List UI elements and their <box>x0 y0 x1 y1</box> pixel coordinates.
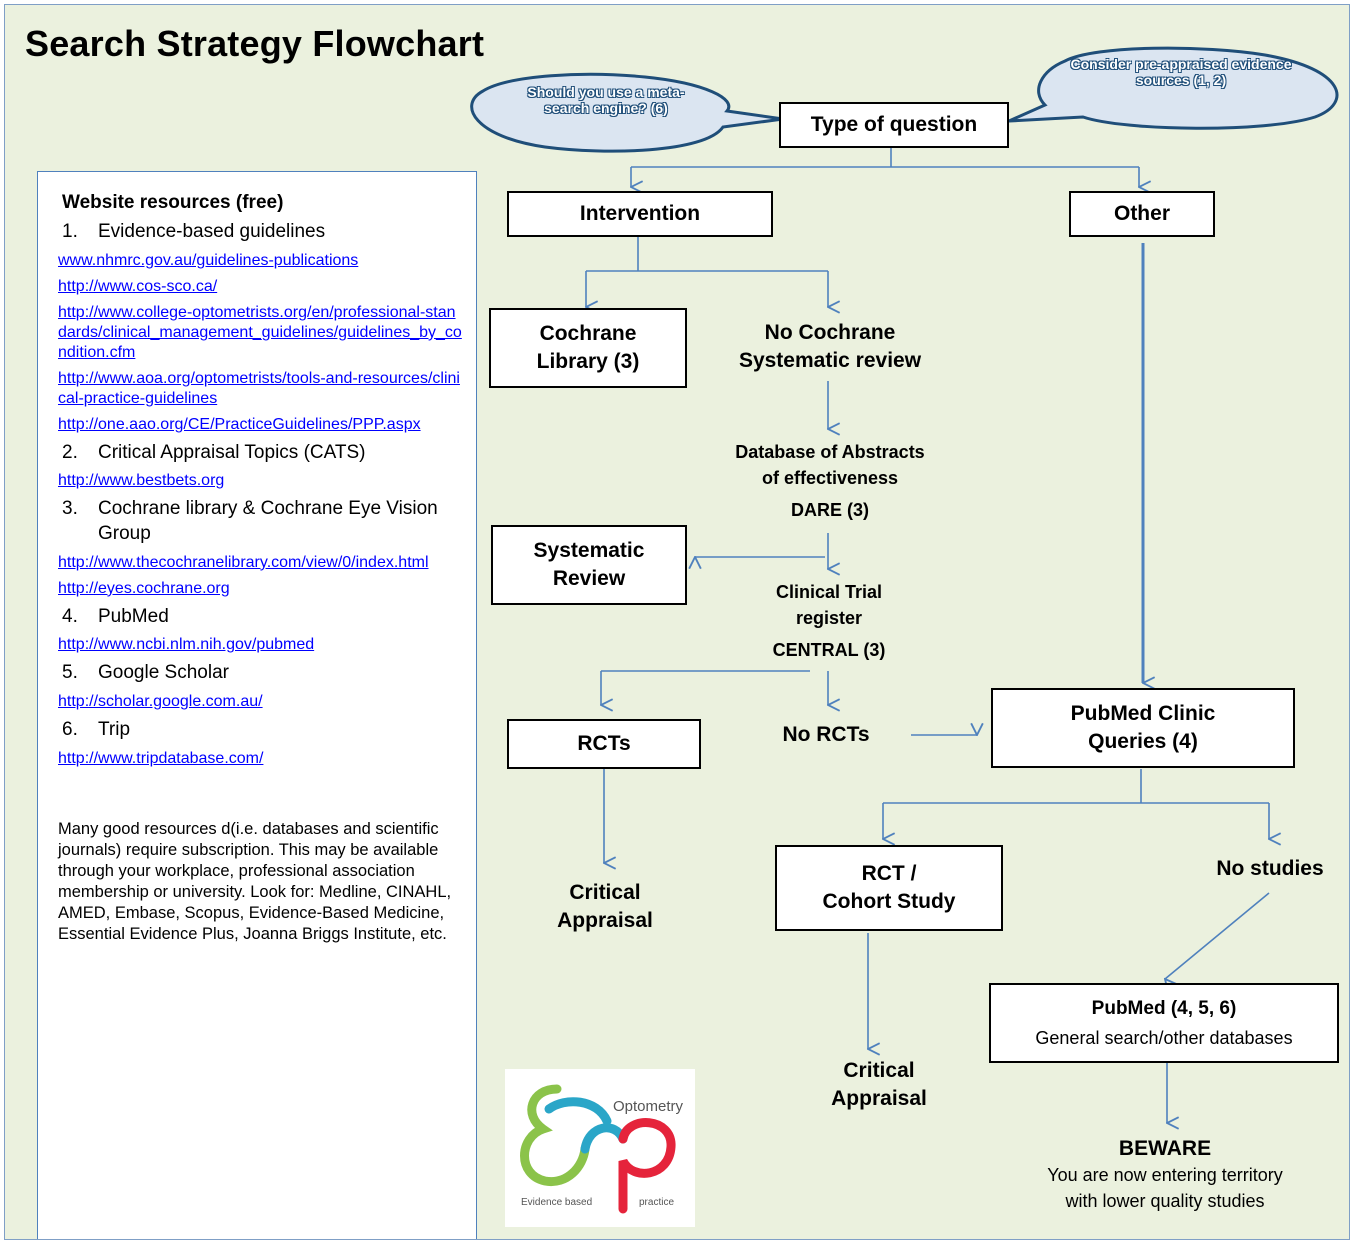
resource-link[interactable]: http://www.ncbi.nlm.nih.gov/pubmed <box>58 636 315 654</box>
node-dare-line3: DARE (3) <box>790 500 869 521</box>
resource-item: 2. Critical Appraisal Topics (CATS) <box>62 441 464 466</box>
node-dare-line2: of effectiveness <box>761 468 899 489</box>
node-rct-cohort-line1: RCT / <box>861 861 917 885</box>
node-type-of-question-label: Type of question <box>810 112 978 136</box>
arrow-no-studies-to-pubmed <box>1165 892 1270 979</box>
node-other-label: Other <box>1113 201 1170 225</box>
resource-item: 3. Cochrane library & Cochrane Eye Visio… <box>62 497 464 546</box>
resource-name: PubMed <box>98 605 169 627</box>
resource-link[interactable]: http://www.aoa.org/optometrists/tools-an… <box>58 369 460 407</box>
resource-number: 4. <box>62 605 78 627</box>
ebp-optometry-logo: Optometry Evidence based practice <box>505 1069 695 1227</box>
node-critical-appraisal-1-line2: Appraisal <box>557 909 653 933</box>
resource-link[interactable]: http://www.thecochranelibrary.com/view/0… <box>58 553 429 571</box>
resource-item: 5. Google Scholar <box>62 661 464 686</box>
node-rcts: RCTs <box>507 719 701 769</box>
node-pubmed-clinic-line1: PubMed Clinic <box>1070 701 1216 725</box>
resource-link[interactable]: http://scholar.google.com.au/ <box>58 693 263 711</box>
logo-word-left: Evidence based <box>521 1197 592 1208</box>
resource-group-1: 1. Evidence-based guidelines www.nhmrc.g… <box>58 220 464 435</box>
resources-panel: Website resources (free) 1. Evidence-bas… <box>37 171 477 1239</box>
resource-group-2: 2. Critical Appraisal Topics (CATS) http… <box>58 441 464 492</box>
node-dare-line1: Database of Abstracts <box>735 442 925 462</box>
node-pubmed-general-sub: General search/other databases <box>1035 1027 1293 1048</box>
callout-meta-search <box>470 72 784 153</box>
resource-name: Cochrane library & Cochrane Eye Vision G… <box>98 498 438 545</box>
node-systematic-review: Systematic Review <box>491 525 687 605</box>
node-rct-cohort-study: RCT / Cohort Study <box>775 845 1003 931</box>
resource-number: 2. <box>62 441 78 463</box>
node-critical-appraisal-1: Critical Appraisal <box>525 879 685 936</box>
resource-link[interactable]: www.nhmrc.gov.au/guidelines-publications <box>58 251 359 269</box>
node-beware-title: BEWARE <box>1118 1137 1212 1160</box>
resource-group-4: 4. PubMed http://www.ncbi.nlm.nih.gov/pu… <box>58 605 464 656</box>
node-beware-line2: with lower quality studies <box>1065 1190 1265 1211</box>
node-cochrane-library-line1: Cochrane <box>539 321 637 345</box>
node-dare: Database of Abstracts of effectiveness D… <box>705 439 955 523</box>
node-critical-appraisal-2: Critical Appraisal <box>799 1057 959 1114</box>
resource-link[interactable]: http://www.tripdatabase.com/ <box>58 749 264 767</box>
subscription-note: Many good resources d(i.e. databases and… <box>58 819 452 943</box>
resource-name: Critical Appraisal Topics (CATS) <box>98 441 366 463</box>
node-pubmed-clinic-queries: PubMed Clinic Queries (4) <box>991 688 1295 768</box>
node-critical-appraisal-2-line2: Appraisal <box>831 1087 927 1111</box>
resource-link[interactable]: http://one.aao.org/CE/PracticeGuidelines… <box>58 415 421 433</box>
node-no-cochrane-line1: No Cochrane <box>764 321 896 344</box>
callout-pre-appraised <box>1008 46 1339 130</box>
resource-group-6: 6. Trip http://www.tripdatabase.com/ <box>58 718 464 769</box>
resource-number: 3. <box>62 498 78 520</box>
node-rct-cohort-line2: Cohort Study <box>822 890 956 913</box>
node-systematic-review-line1: Systematic <box>533 538 645 562</box>
node-type-of-question: Type of question <box>779 102 1009 148</box>
node-intervention: Intervention <box>507 191 773 237</box>
resource-link[interactable]: http://eyes.cochrane.org <box>58 579 230 597</box>
resource-group-5: 5. Google Scholar http://scholar.google.… <box>58 661 464 712</box>
node-other: Other <box>1069 191 1215 237</box>
resource-name: Trip <box>98 719 131 741</box>
node-clinical-trial: Clinical Trial register CENTRAL (3) <box>729 579 929 663</box>
node-cochrane-library: Cochrane Library (3) <box>489 308 687 388</box>
node-intervention-label: Intervention <box>579 201 701 225</box>
node-clinical-trial-line2: register <box>795 608 863 629</box>
node-no-rcts: No RCTs <box>761 721 891 749</box>
node-beware: BEWARE You are now entering territory wi… <box>995 1135 1335 1214</box>
node-systematic-review-line2: Review <box>552 567 626 590</box>
logo-word-right: practice <box>639 1197 674 1208</box>
node-critical-appraisal-2-line1: Critical <box>843 1059 915 1082</box>
node-no-studies-label: No studies <box>1216 857 1324 880</box>
node-cochrane-library-line2: Library (3) <box>536 350 640 373</box>
node-pubmed-clinic-line2: Queries (4) <box>1088 730 1198 753</box>
logo-word-top: Optometry <box>613 1098 684 1115</box>
node-clinical-trial-line3: CENTRAL (3) <box>772 640 886 661</box>
page-title: Search Strategy Flowchart <box>25 23 485 64</box>
node-beware-line1: You are now entering territory <box>1047 1165 1283 1186</box>
flow-connectors <box>470 46 1339 1240</box>
resource-number: 5. <box>62 662 78 684</box>
ebp-logo-graphic: Optometry Evidence based practice <box>520 1084 684 1214</box>
resource-name: Evidence-based guidelines <box>98 221 326 242</box>
node-clinical-trial-line1: Clinical Trial <box>775 582 883 602</box>
resource-link[interactable]: http://www.cos-sco.ca/ <box>58 277 218 295</box>
node-no-cochrane: No Cochrane Systematic review <box>705 319 955 376</box>
node-critical-appraisal-1-line1: Critical <box>569 881 641 904</box>
resource-item: 6. Trip <box>62 718 464 743</box>
node-no-cochrane-line2: Systematic review <box>738 349 922 373</box>
resource-number: 1. <box>62 221 78 242</box>
node-rcts-label: RCTs <box>577 731 631 755</box>
node-no-studies: No studies <box>1195 855 1345 883</box>
resource-link[interactable]: http://www.college-optometrists.org/en/p… <box>58 303 462 361</box>
resource-name: Google Scholar <box>98 662 229 684</box>
node-pubmed-general: PubMed (4, 5, 6) General search/other da… <box>989 983 1339 1063</box>
flowchart-canvas: Search Strategy Flowchart <box>4 4 1350 1240</box>
resources-heading: Website resources (free) <box>62 192 284 213</box>
resource-number: 6. <box>62 719 78 741</box>
node-no-rcts-label: No RCTs <box>782 723 870 746</box>
resource-item: 1. Evidence-based guidelines <box>62 220 464 245</box>
resource-group-3: 3. Cochrane library & Cochrane Eye Visio… <box>58 497 464 598</box>
callout-meta-search-text: Should you use a meta-search engine? (6) <box>527 84 685 116</box>
node-pubmed-general-title: PubMed (4, 5, 6) <box>1091 998 1237 1020</box>
resource-link[interactable]: http://www.bestbets.org <box>58 472 225 490</box>
resource-item: 4. PubMed <box>62 605 464 630</box>
callout-pre-appraised-text: Consider pre-appraised evidence sources … <box>1070 56 1292 88</box>
